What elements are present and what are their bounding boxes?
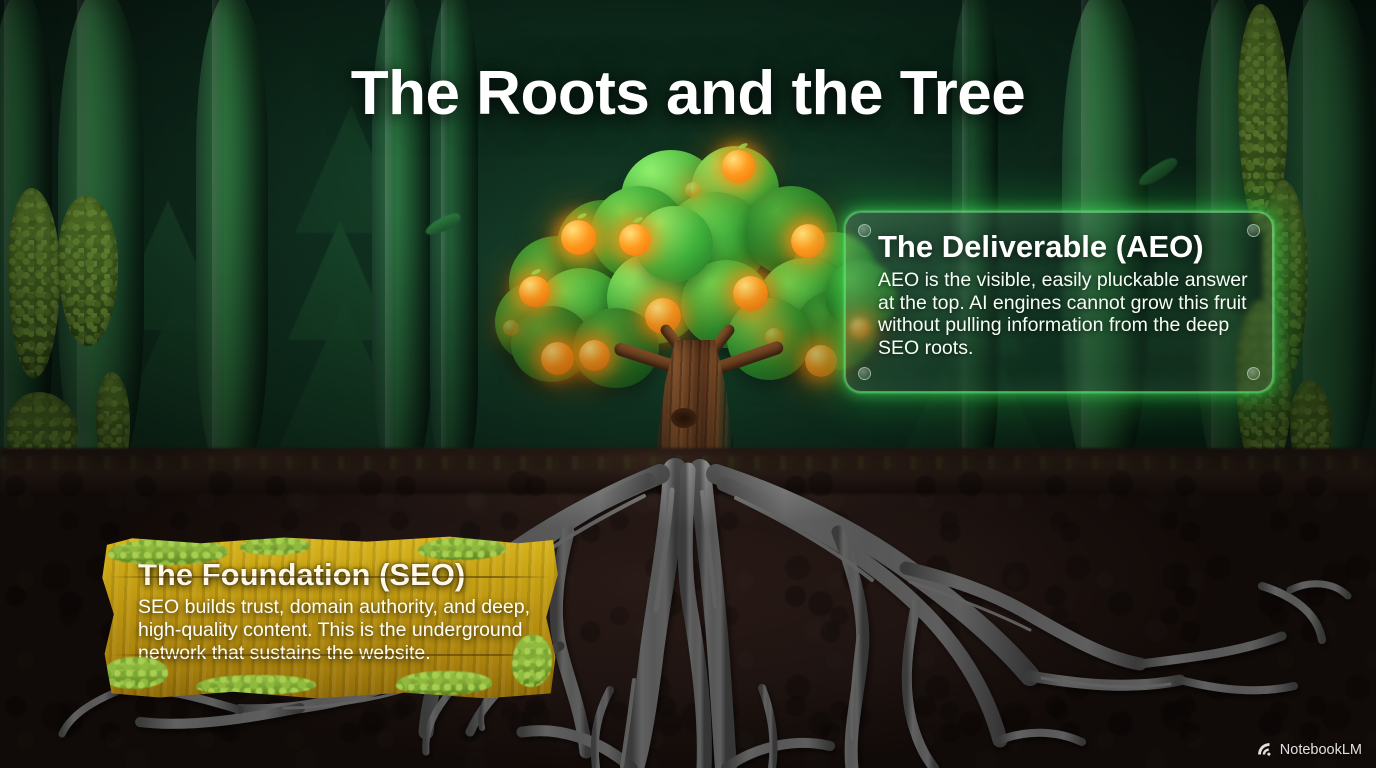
aeo-card-title: The Deliverable (AEO): [878, 229, 1204, 264]
screw-icon: [1247, 224, 1260, 237]
watermark: NotebookLM: [1256, 741, 1362, 758]
screw-icon: [858, 224, 871, 237]
glowing-fruit: [503, 320, 519, 336]
glowing-fruit: [733, 276, 768, 311]
moss-patch: [108, 539, 228, 565]
glowing-fruit: [805, 345, 837, 377]
moss-patch: [102, 657, 168, 689]
fruit-tree-illustration: [495, 140, 897, 485]
glowing-fruit: [791, 224, 825, 258]
moss-patch: [196, 675, 316, 695]
moss-patch: [8, 188, 60, 378]
glowing-fruit: [619, 224, 651, 256]
screw-icon: [1247, 367, 1260, 380]
page-title: The Roots and the Tree: [350, 59, 1026, 128]
glowing-fruit: [561, 220, 596, 255]
moss-patch: [396, 671, 492, 695]
seo-wood-sign[interactable]: The Foundation (SEO) SEO builds trust, d…: [102, 537, 557, 699]
glowing-fruit: [541, 342, 574, 375]
notebooklm-spiral-icon: [1257, 743, 1271, 756]
aeo-glass-card[interactable]: The Deliverable (AEO) AEO is the visible…: [845, 212, 1273, 392]
glowing-fruit: [579, 340, 610, 371]
glowing-fruit: [685, 182, 701, 198]
glowing-fruit: [519, 276, 550, 307]
trunk-knot: [671, 408, 697, 428]
seo-sign-body: SEO builds trust, domain authority, and …: [138, 596, 531, 664]
moss-patch: [418, 538, 506, 560]
moss-patch: [240, 537, 310, 555]
watermark-label: NotebookLM: [1279, 741, 1362, 758]
moss-patch: [512, 635, 552, 687]
aeo-card-body: AEO is the visible, easily pluckable ans…: [878, 269, 1248, 359]
glowing-fruit: [722, 150, 755, 183]
screw-icon: [858, 367, 871, 380]
